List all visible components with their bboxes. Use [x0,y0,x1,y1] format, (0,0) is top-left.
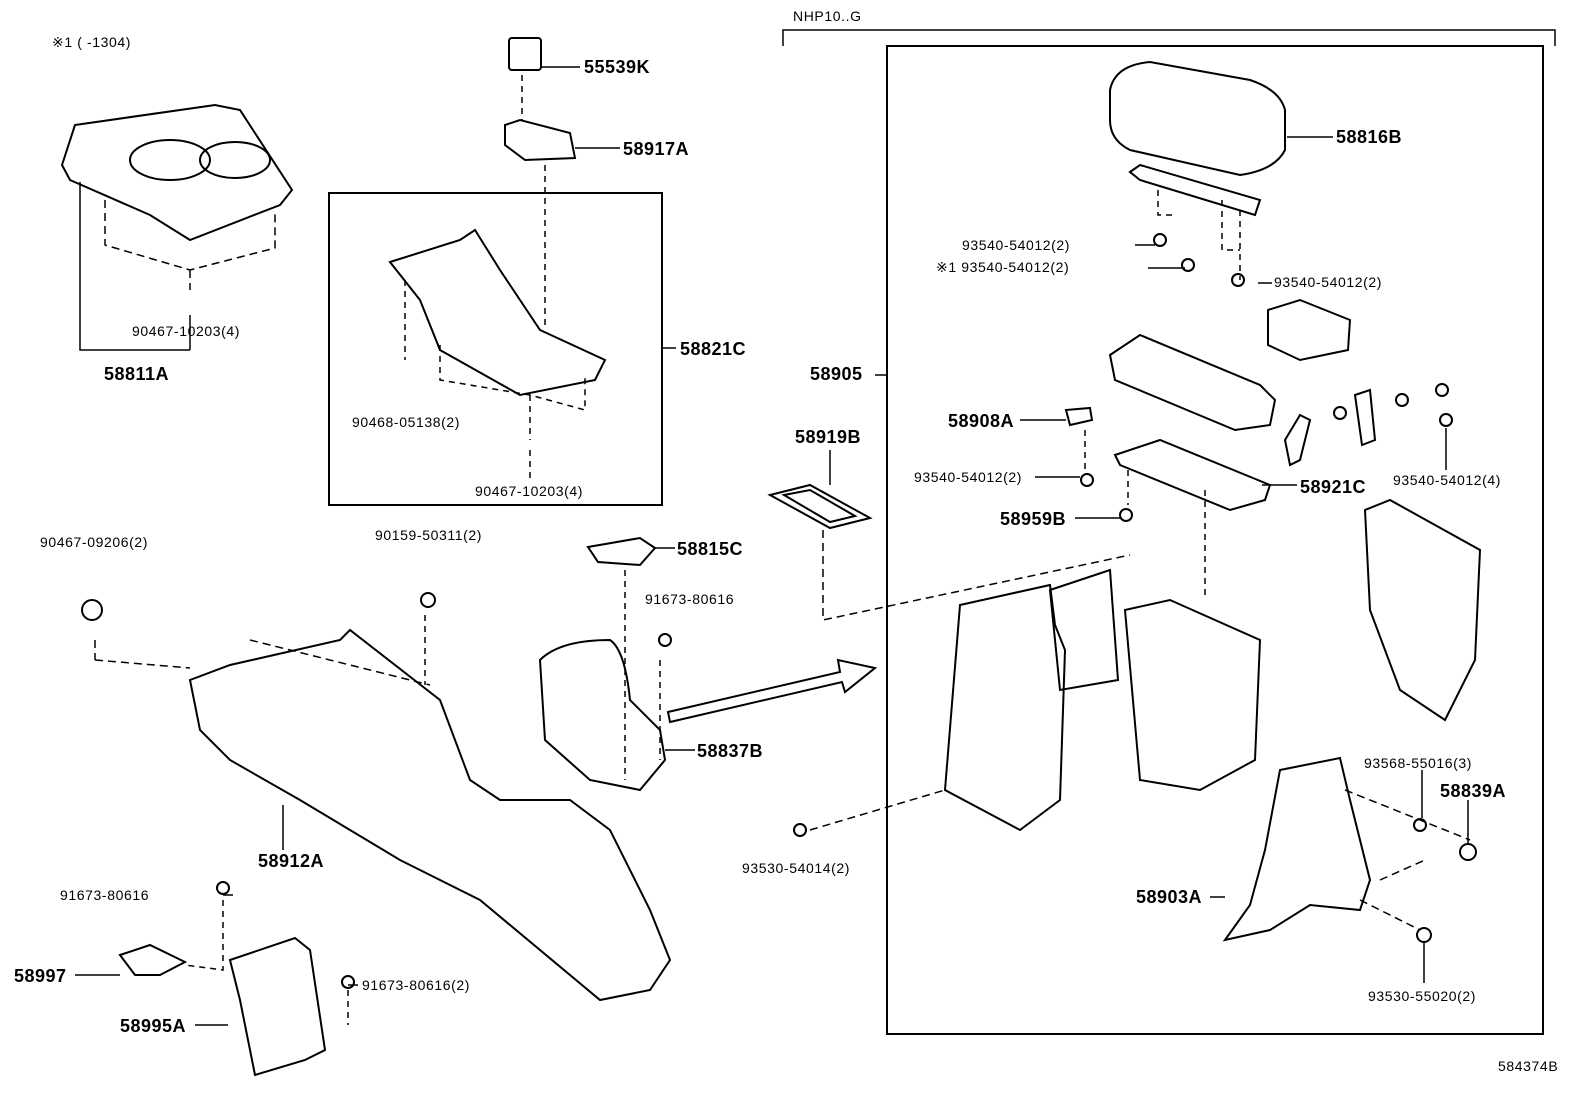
part-label-93540-54012-a[interactable]: 93540-54012(2) [962,237,1071,253]
part-label-58905[interactable]: 58905 [810,364,863,384]
tray-58921C [1113,438,1272,512]
side-panel-left-b [1048,568,1120,692]
mat-58815C [586,536,657,567]
armrest-58816B [1109,60,1286,177]
part-label-58908A[interactable]: 58908A [948,411,1015,431]
part-label-91673-80616-c[interactable]: 91673-80616(2) [362,977,471,993]
cup-holder-58837B [538,638,667,792]
part-label-58917A[interactable]: 58917A [623,139,690,159]
part-label-58921C[interactable]: 58921C [1300,477,1367,497]
bolt-91673-80616 [658,633,672,647]
part-label-93540-54012-c[interactable]: 93540-54012(2) [1274,274,1383,290]
part-label-58816B[interactable]: 58816B [1336,127,1403,147]
part-label-90467-10203-b[interactable]: 90467-10203(4) [475,483,584,499]
side-panel-right [1363,498,1482,722]
cup-holder-part [60,103,294,242]
model-bracket [782,29,1556,46]
part-label-93530-55020[interactable]: 93530-55020(2) [1368,988,1477,1004]
part-label-93530-54014[interactable]: 93530-54014(2) [742,860,851,876]
part-label-93540-54012-d[interactable]: 93540-54012(2) [914,469,1023,485]
part-label-58837B[interactable]: 58837B [697,741,764,761]
box-part [1267,298,1352,362]
part-label-58815C[interactable]: 58815C [677,539,744,559]
part-label-58821C[interactable]: 58821C [680,339,747,359]
lock-mechanism [1108,333,1277,432]
part-label-93568-55016[interactable]: 93568-55016(3) [1364,755,1473,771]
part-label-58959B[interactable]: 58959B [1000,509,1067,529]
bolt-90159-50311 [420,592,436,608]
clip-90467-09206 [81,599,103,621]
bezel-58917A [504,118,577,162]
part-label-58919B[interactable]: 58919B [795,427,862,447]
shift-panel-58821C [388,228,607,397]
part-label-91673-80616-b[interactable]: 91673-80616 [60,887,150,903]
part-label-58811A[interactable]: 58811A [104,364,170,384]
part-label-90468-05138[interactable]: 90468-05138(2) [352,414,461,430]
part-label-91673-80616-a[interactable]: 91673-80616 [645,591,735,607]
part-label-58912A[interactable]: 58912A [258,851,325,871]
hinge-plate [1128,163,1262,217]
part-label-90467-10203[interactable]: 90467-10203(4) [132,323,241,339]
part-label-93540-54012-b[interactable]: ※1 93540-54012(2) [936,259,1070,275]
lower-panel-58903A [1222,756,1372,942]
part-label-93540-54012-e[interactable]: 93540-54012(4) [1393,472,1502,488]
arrow [666,658,878,724]
switch-55539K [508,37,542,71]
bracket-58997 [118,943,188,976]
storage-box [1123,598,1262,792]
side-panel-left [943,583,1067,832]
shift-panel-group-box [328,192,663,506]
cap-58839A [1459,843,1477,861]
part-label-90159-50311[interactable]: 90159-50311(2) [375,527,482,543]
part-label-58997[interactable]: 58997 [14,966,67,986]
part-label-55539K[interactable]: 55539K [584,57,651,77]
diagram-id: 584374B [1498,1058,1559,1074]
clip-58908A [1064,406,1094,427]
part-label-58995A[interactable]: 58995A [120,1016,187,1036]
bracket-58811A [79,182,191,351]
pad-58919B [767,483,873,530]
bracket-58995A [228,936,327,1077]
part-label-90467-09206[interactable]: 90467-09206(2) [40,534,149,550]
model-code: NHP10..G [793,8,862,24]
part-label-58903A[interactable]: 58903A [1136,887,1203,907]
armrest-group-box [886,45,1544,1035]
part-label-58839A[interactable]: 58839A [1440,781,1507,801]
header-note: ※1 ( -1304) [52,34,132,50]
bracket-parts [1283,388,1377,467]
console-58912A [188,628,672,1002]
